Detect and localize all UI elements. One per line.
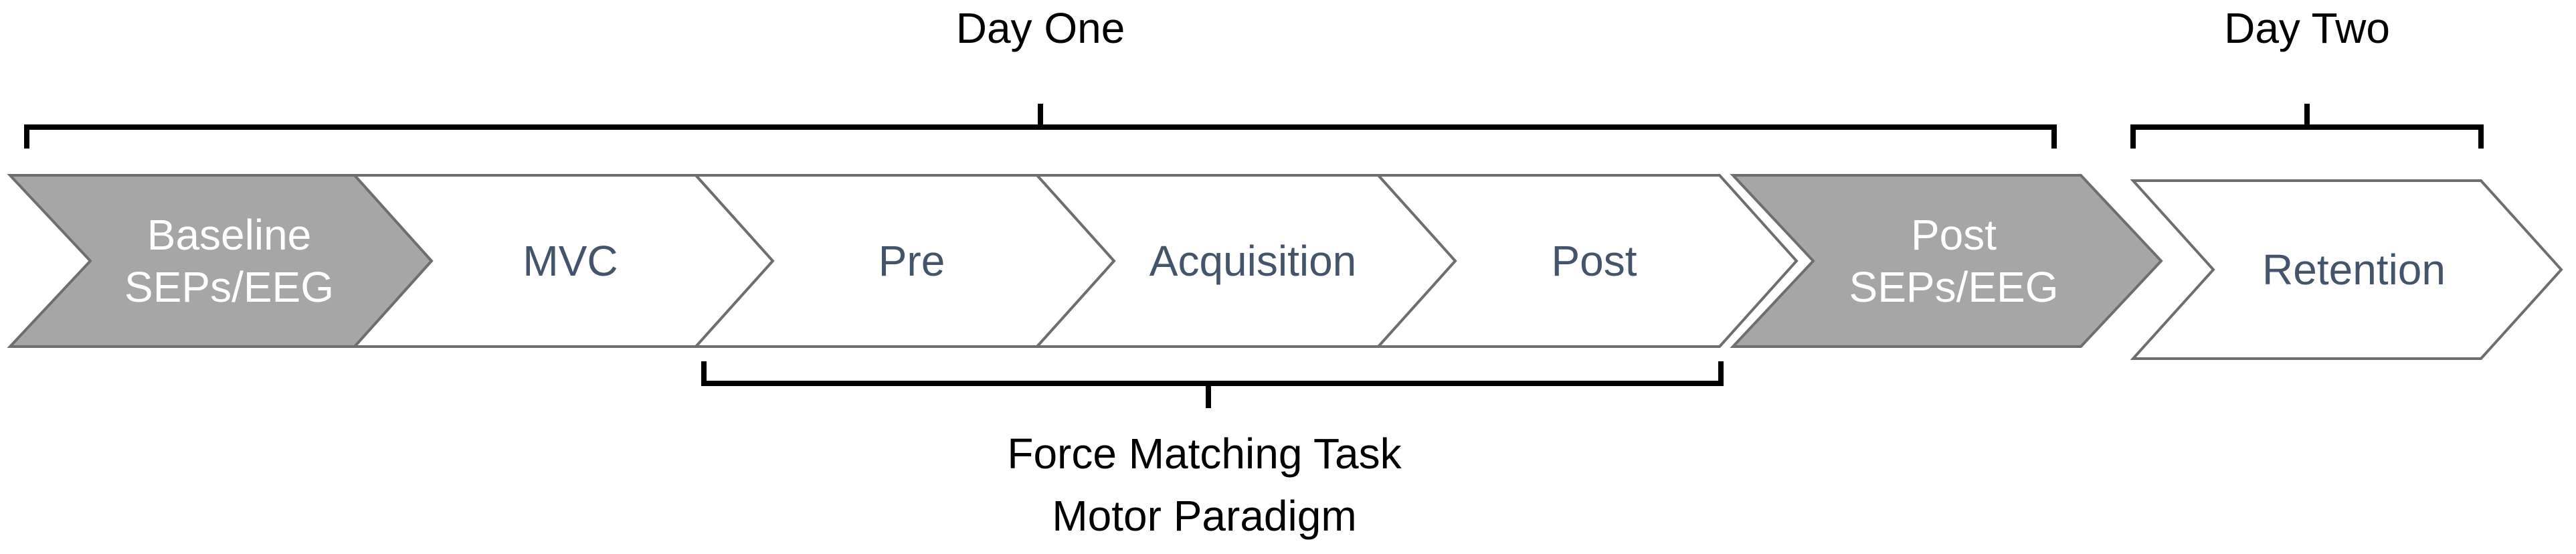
step-pre: Pre (693, 174, 1116, 348)
motor-paradigm-label: Motor Paradigm (1052, 492, 1356, 540)
chevron-post-seps-eeg (1730, 174, 2163, 348)
day-two-label: Day Two (2224, 4, 2390, 52)
chevron-baseline-seps-eeg (7, 174, 434, 348)
day-one-brace (24, 104, 2057, 149)
acquisition-label-line1: Acquisition (1149, 237, 1357, 285)
baseline-seps-eeg-label-line1: Baseline (147, 211, 312, 259)
force-matching-brace (701, 361, 1724, 408)
post-label-line1: Post (1551, 237, 1637, 285)
pre-label-line1: Pre (879, 237, 945, 285)
post-seps-eeg-label-line2: SEPs/EEG (1849, 263, 2059, 311)
step-post: Post (1375, 174, 1799, 348)
force-matching-task-label: Force Matching Task (1007, 430, 1402, 478)
day-two-brace (2130, 104, 2484, 149)
day-one-label: Day One (956, 4, 1125, 52)
baseline-seps-eeg-label-line2: SEPs/EEG (124, 263, 334, 311)
chevron-post (1375, 174, 1799, 348)
chevron-retention (2130, 179, 2563, 360)
retention-label-line1: Retention (2262, 246, 2446, 294)
mvc-label-line1: MVC (523, 237, 618, 285)
step-retention: Retention (2130, 179, 2563, 360)
post-seps-eeg-label-line1: Post (1911, 211, 1997, 259)
